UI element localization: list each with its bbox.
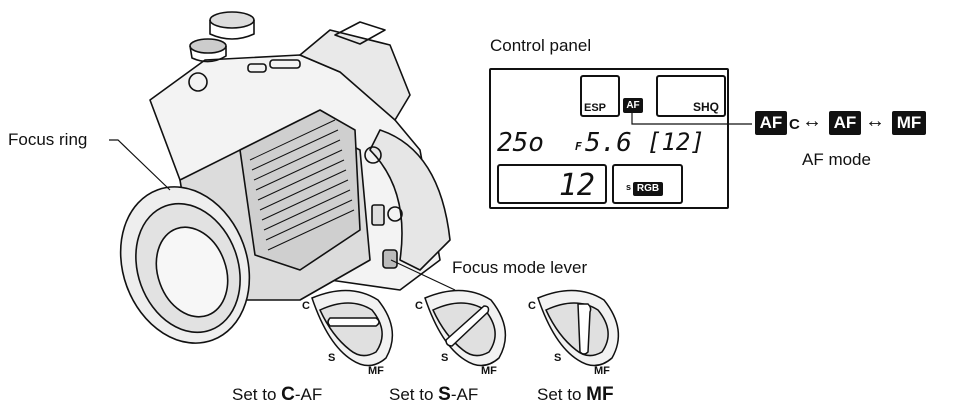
step-caf: Set to C-AF [232,384,322,406]
lever3-s: S [554,352,562,364]
lever1-mf: MF [368,365,384,377]
frames-remaining: 12 [558,168,595,203]
focus-mode-lever-label: Focus mode lever [452,258,588,277]
lever2-mf: MF [481,365,497,377]
metering-box: ESP [580,75,620,117]
shq-indicator: SHQ [692,100,719,114]
lever2-c: C [415,300,423,312]
color-space-box: s RGB [612,164,683,204]
color-space: RGB [633,182,663,196]
step-mf-mode: MF [586,384,614,405]
step-mf-prefix: Set to [537,385,587,404]
step-caf-prefix: Set to [232,385,282,404]
lever3-c: C [528,300,536,312]
caf-tag: AF [755,111,787,135]
lever1-c: C [302,300,310,312]
step-saf-suffix: -AF [450,385,479,404]
caf-sub: C [789,116,800,133]
step-caf-mode: C [281,384,295,405]
focus-ring-label: Focus ring [8,130,88,149]
shutter-speed: 25o [497,128,544,158]
arrow-1: ↔ [802,110,822,132]
saf-tag: AF [829,111,861,135]
lever3-mf: MF [594,365,610,377]
step-saf-mode: S [438,384,451,405]
frames-box: 12 [497,164,607,204]
af-indicator: AF [623,98,643,113]
lever1-s: S [328,352,336,364]
step-caf-suffix: -AF [294,385,323,404]
af-mode-label: AF mode [802,150,871,169]
bracket-count: [12] [647,128,705,156]
esp-indicator: ESP [584,102,607,114]
aperture-prefix: F [575,140,582,153]
color-space-prefix: s [626,182,632,192]
step-saf: Set to S-AF [389,384,478,406]
quality-box: SHQ [656,75,726,117]
arrow-2: ↔ [865,110,885,132]
lever2-s: S [441,352,449,364]
control-panel: ESP AF SHQ 25o F 5.6 [12] 12 s RGB [489,68,729,209]
mf-tag: MF [892,111,926,135]
control-panel-label: Control panel [490,36,592,55]
step-mf: Set to MF [537,384,614,406]
aperture-value: 5.6 [585,128,632,158]
step-saf-prefix: Set to [389,385,439,404]
